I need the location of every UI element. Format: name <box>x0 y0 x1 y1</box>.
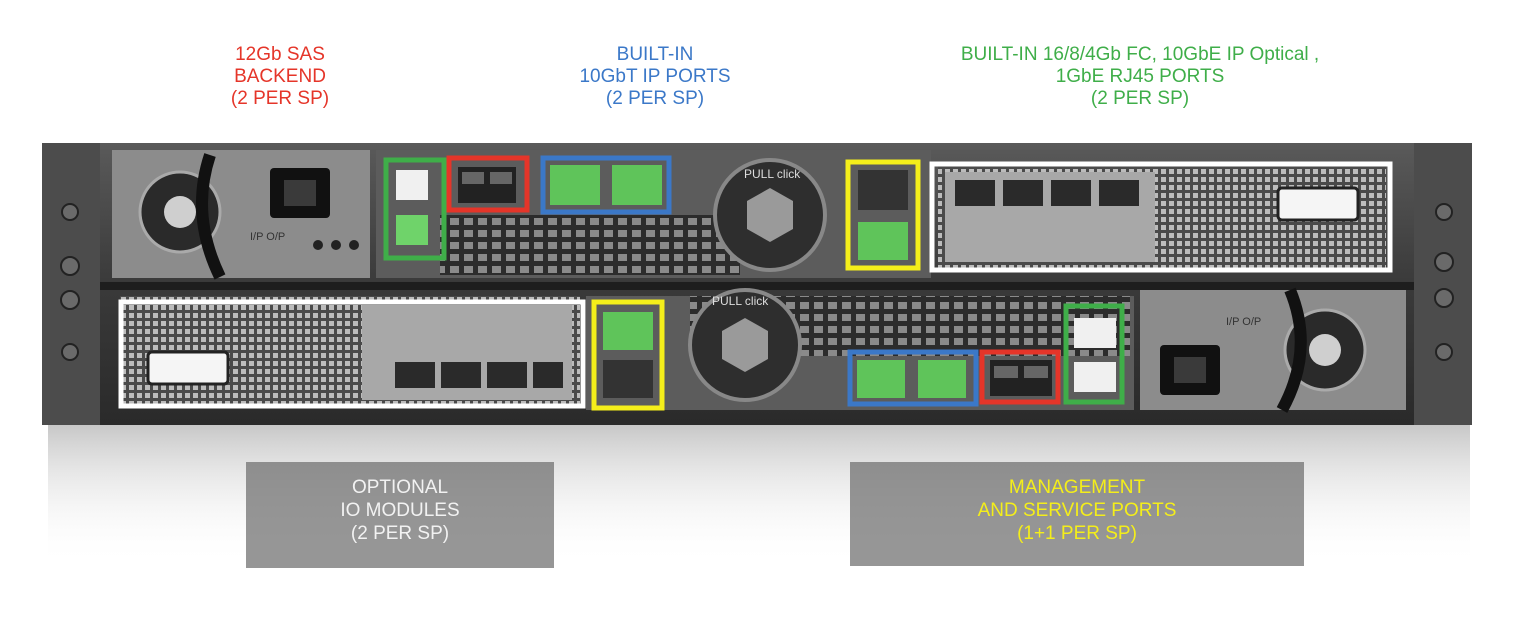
psu-handle <box>1276 287 1307 413</box>
psu-handle <box>196 153 226 280</box>
sas-port-quad <box>146 350 230 386</box>
psu-led <box>349 240 359 250</box>
ethernet-port-10gbt <box>918 360 966 398</box>
management-port-green <box>603 312 653 350</box>
pull-click-hex <box>722 318 768 372</box>
pull-click-text: PULL click <box>744 167 801 181</box>
minisas-port-slot <box>490 172 512 184</box>
highlight-io-upper <box>929 161 1393 273</box>
highlight-io-lower <box>118 299 586 409</box>
power-marking: I/P O/P <box>250 231 285 243</box>
label-builtin-10gbt: BUILT-IN 10GbT IP PORTS (2 PER SP) <box>579 44 731 109</box>
sas-port <box>396 215 428 245</box>
ethernet-port-10gbt <box>612 165 662 205</box>
power-inlet-socket <box>1174 357 1206 383</box>
fc-port <box>487 362 527 388</box>
fc-port <box>1003 180 1043 206</box>
rack-screw <box>60 256 80 276</box>
fc-port <box>1099 180 1139 206</box>
minisas-port-slot <box>1024 366 1048 378</box>
psu-led <box>331 240 341 250</box>
ethernet-port-10gbt <box>857 360 905 398</box>
label-builtin-fc: BUILT-IN 16/8/4Gb FC, 10GbE IP Optical ,… <box>960 44 1320 109</box>
highlight-management-upper <box>845 159 921 271</box>
sas-port-quad <box>1276 186 1360 222</box>
rack-screw <box>1435 203 1453 221</box>
highlight-10gbt-upper <box>540 155 672 215</box>
rack-screw <box>61 343 79 361</box>
highlight-sas-backend-upper <box>446 155 530 213</box>
power-inlet-socket <box>284 180 316 206</box>
highlight-sas-backend-lower <box>979 349 1061 405</box>
highlight-sas-upper <box>383 157 447 261</box>
fc-port <box>1051 180 1091 206</box>
sas-port <box>396 170 428 200</box>
caption-management-service-ports: MANAGEMENT AND SERVICE PORTS (1+1 PER SP… <box>850 462 1304 566</box>
rack-screw <box>61 203 79 221</box>
minisas-port-slot <box>462 172 484 184</box>
psu-led <box>313 240 323 250</box>
minisas-port-slot <box>994 366 1018 378</box>
pull-click-hex <box>747 188 793 242</box>
rack-screw <box>1434 288 1454 308</box>
fc-port <box>441 362 481 388</box>
caption-optional-io-modules: OPTIONAL IO MODULES (2 PER SP) <box>246 462 554 568</box>
management-port <box>603 360 653 398</box>
pull-click-text: PULL click <box>712 294 769 308</box>
ethernet-port-10gbt <box>550 165 600 205</box>
psu-fan-hub <box>164 196 196 228</box>
highlight-management-lower <box>591 299 665 411</box>
rack-screw <box>1435 343 1453 361</box>
rack-screw <box>1434 252 1454 272</box>
rack-screw <box>60 290 80 310</box>
fc-port <box>395 362 435 388</box>
sas-port <box>1074 362 1116 392</box>
controller-vents <box>440 215 740 275</box>
fc-port <box>533 362 563 388</box>
management-port-green <box>858 222 908 260</box>
sp-divider <box>100 282 1414 290</box>
rack-ear-left <box>42 143 100 425</box>
rack-ear-right <box>1414 143 1472 425</box>
highlight-sas-lower <box>1063 303 1125 405</box>
label-sas-backend: 12Gb SAS BACKEND (2 PER SP) <box>230 44 330 109</box>
management-port <box>858 170 908 210</box>
highlight-10gbt-lower <box>847 349 979 407</box>
power-marking: I/P O/P <box>1226 316 1261 328</box>
fc-port <box>955 180 995 206</box>
psu-fan-hub <box>1309 334 1341 366</box>
sas-port <box>1074 318 1116 348</box>
